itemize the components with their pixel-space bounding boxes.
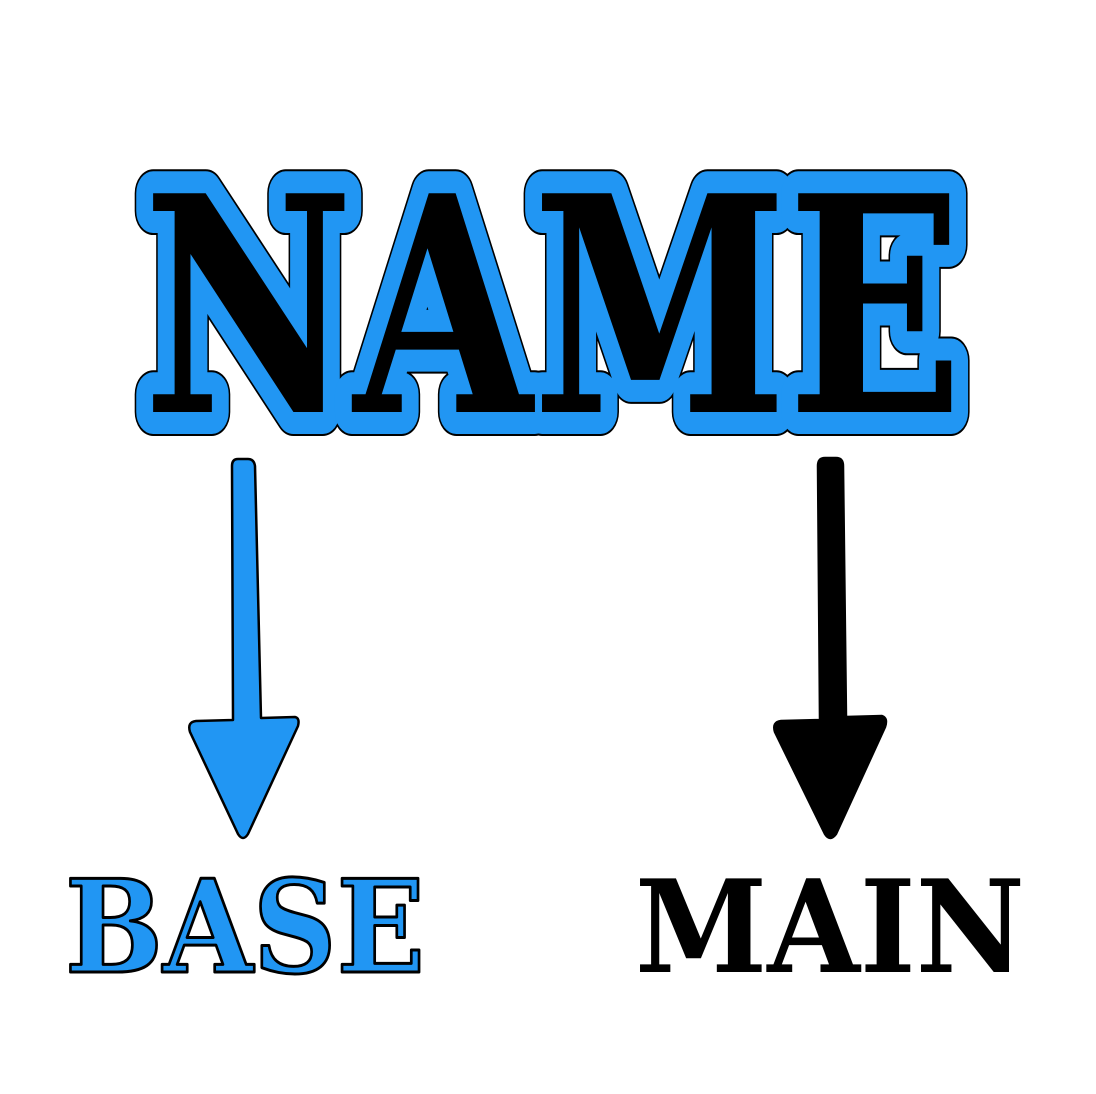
- main-arrow: [773, 456, 888, 840]
- base-arrow: [188, 457, 300, 840]
- base-label: BASE: [65, 853, 425, 1003]
- main-arrow-shaft: [773, 456, 888, 840]
- title-base-layer: NAME: [143, 130, 963, 483]
- title-main-layer: NAME: [143, 130, 963, 483]
- title-base-fill: NAME: [143, 130, 963, 483]
- main-label: MAIN: [635, 853, 1025, 1003]
- base-arrow-shaft: [188, 457, 300, 840]
